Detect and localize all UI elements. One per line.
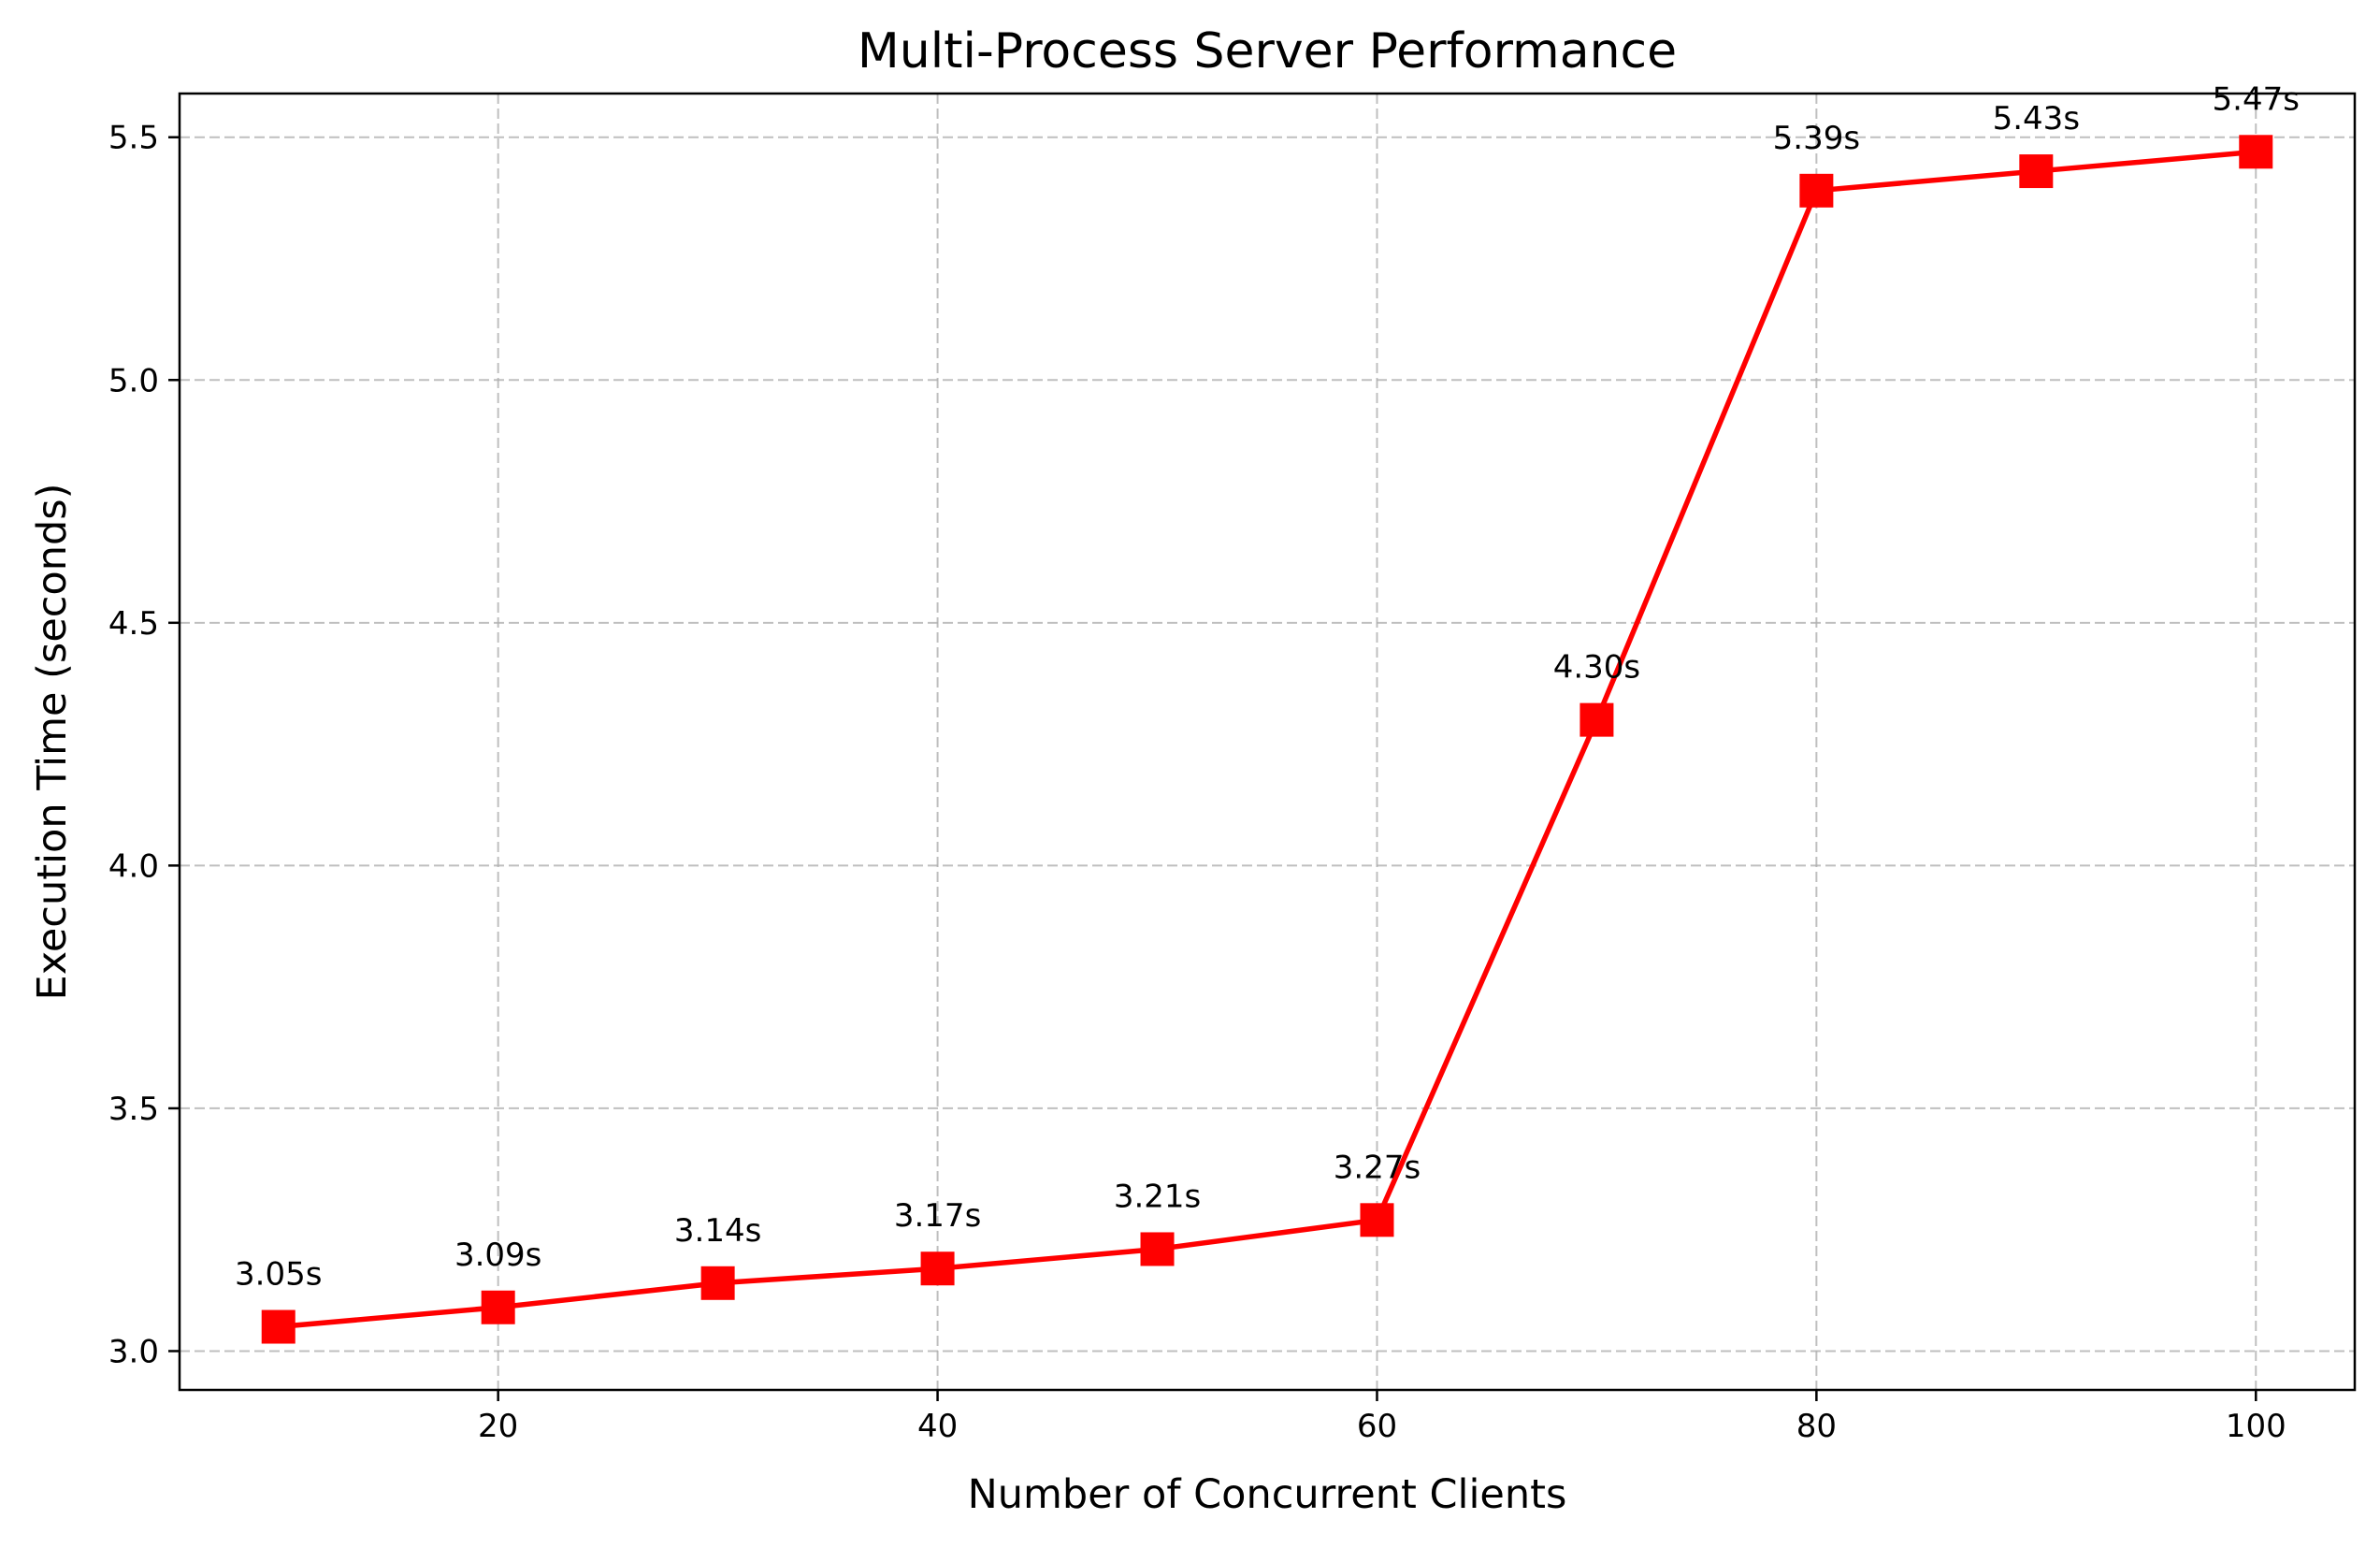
chart-title: Multi-Process Server Performance: [858, 23, 1677, 80]
axes-frame: [178, 92, 2357, 1392]
data-point-marker: [1579, 702, 1614, 737]
data-point-marker: [700, 1266, 735, 1300]
data-point-marker: [1799, 173, 1834, 208]
data-point-marker: [920, 1251, 955, 1286]
data-point-label: 3.05s: [235, 1256, 322, 1294]
data-point-marker: [2239, 135, 2273, 169]
y-tick-label: 4.0: [108, 847, 159, 885]
data-point-marker: [2019, 154, 2054, 189]
x-tick-label: 60: [1357, 1408, 1397, 1445]
x-tick-label: 40: [917, 1408, 958, 1445]
data-point-label: 5.39s: [1773, 120, 1860, 157]
data-point-label: 5.43s: [1993, 100, 2080, 137]
y-tick-label: 5.5: [108, 120, 159, 157]
data-point-label: 3.21s: [1114, 1178, 1201, 1215]
marker-layer: [261, 135, 2273, 1344]
y-tick-label: 5.0: [108, 362, 159, 399]
data-point-label: 3.17s: [894, 1197, 981, 1235]
data-label-layer: 3.05s 3.09s 3.14s 3.17s 3.21s 3.27s 4.30s 5.39s…: [235, 80, 2300, 1293]
data-point-label: 4.30s: [1553, 649, 1640, 687]
x-tick-label: 20: [478, 1408, 518, 1445]
y-tick-label: 3.0: [108, 1333, 159, 1370]
data-point-label: 3.27s: [1334, 1149, 1421, 1186]
x-tick-label: 80: [1796, 1408, 1837, 1445]
x-axis-ticks: 20 40 60 80 100: [478, 1390, 2286, 1445]
grid: [180, 94, 2355, 1390]
series-line: [278, 149, 2257, 1330]
y-tick-label: 3.5: [108, 1091, 159, 1128]
data-point-marker: [481, 1290, 515, 1324]
data-point-marker: [1140, 1232, 1175, 1266]
y-axis-ticks: 3.0 3.5 4.0 4.5 5.0 5.5: [108, 120, 180, 1370]
series-layer: [278, 149, 2257, 1330]
data-point-label: 3.09s: [454, 1237, 541, 1274]
y-axis-label: Execution Time (seconds): [29, 484, 76, 1001]
data-point-label: 3.14s: [674, 1212, 761, 1250]
x-axis-label: Number of Concurrent Clients: [968, 1471, 1567, 1518]
data-point-label: 5.47s: [2213, 80, 2300, 118]
x-tick-label: 100: [2226, 1408, 2286, 1445]
data-point-marker: [261, 1309, 296, 1344]
data-point-marker: [1360, 1203, 1394, 1237]
y-tick-label: 4.5: [108, 605, 159, 643]
